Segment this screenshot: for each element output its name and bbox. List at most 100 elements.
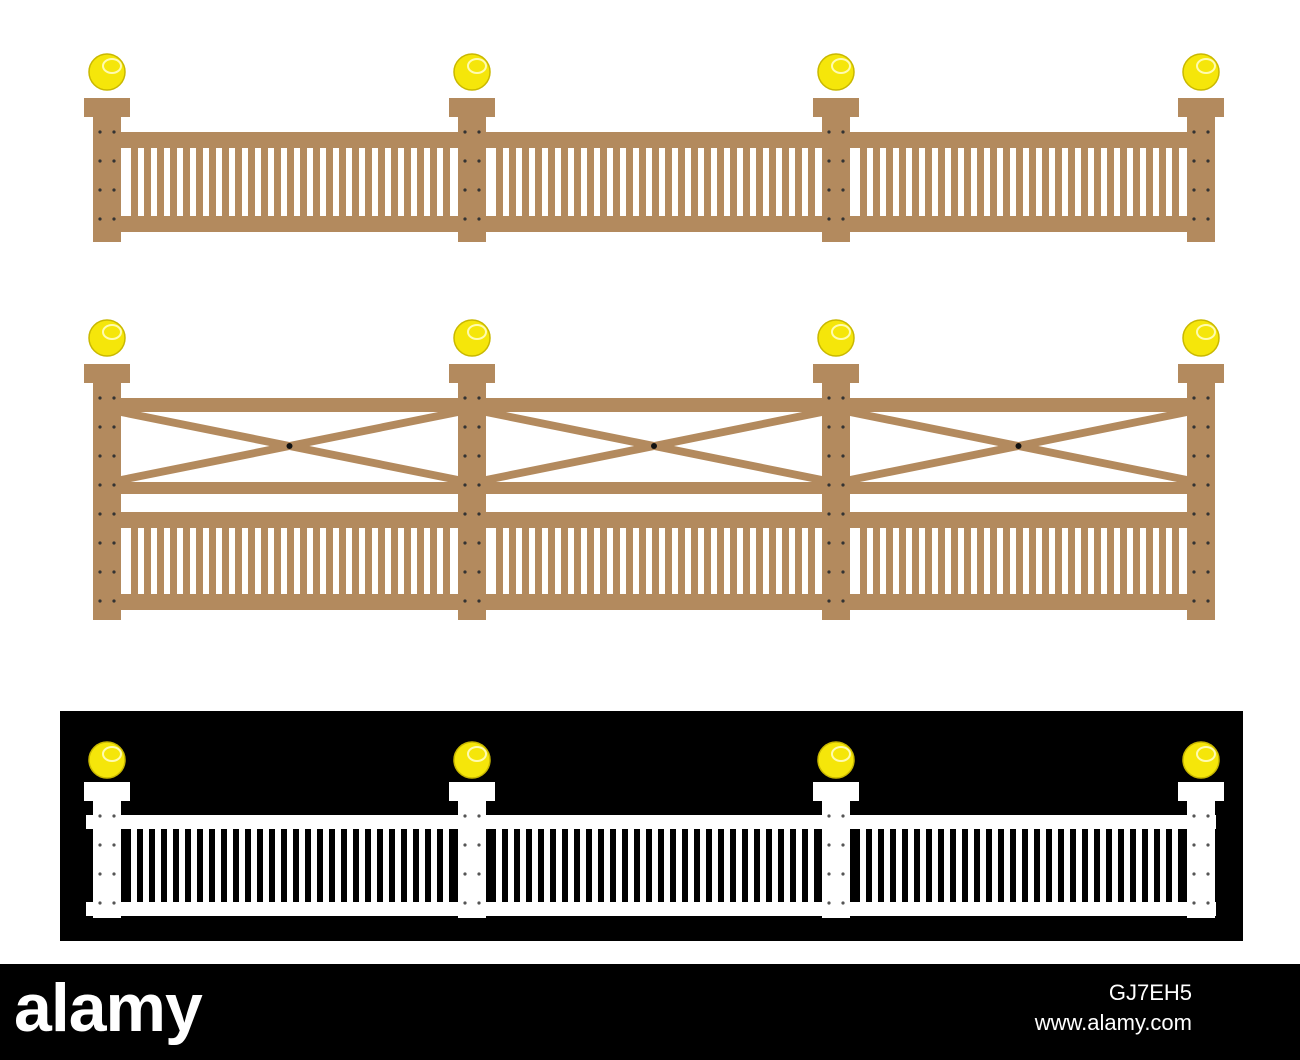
- bolt-icon: [841, 901, 845, 905]
- picket: [1112, 829, 1118, 902]
- picket: [365, 528, 372, 594]
- picket: [736, 829, 742, 902]
- picket: [404, 528, 411, 594]
- bolt-icon: [112, 396, 116, 400]
- lamp-highlight: [831, 58, 851, 74]
- post-cap: [84, 364, 130, 383]
- picket: [1172, 148, 1179, 216]
- picket: [756, 148, 763, 216]
- picket: [300, 148, 307, 216]
- picket: [395, 829, 401, 902]
- bolt-icon: [841, 541, 845, 545]
- bolt-icon: [112, 872, 116, 876]
- picket: [676, 829, 682, 902]
- post-cap: [449, 364, 495, 383]
- picket: [1148, 829, 1154, 902]
- picket: [977, 148, 984, 216]
- picket: [1016, 528, 1023, 594]
- picket: [724, 829, 730, 902]
- bolt-icon: [1206, 901, 1210, 905]
- picket: [932, 829, 938, 902]
- bolt-icon: [98, 396, 102, 400]
- bolt-icon: [1192, 217, 1196, 221]
- picket: [144, 148, 151, 216]
- bolt-icon: [1206, 188, 1210, 192]
- picket: [1028, 829, 1034, 902]
- bolt-icon: [827, 541, 831, 545]
- picket: [626, 148, 633, 216]
- picket: [873, 148, 880, 216]
- picket: [371, 829, 377, 902]
- picket: [956, 829, 962, 902]
- picket: [580, 829, 586, 902]
- bolt-icon: [827, 814, 831, 818]
- post: [1187, 383, 1215, 620]
- bolt-icon: [841, 872, 845, 876]
- picket: [1081, 148, 1088, 216]
- post: [822, 117, 850, 242]
- picket: [600, 528, 607, 594]
- lamp-highlight: [102, 324, 122, 340]
- bolt-icon: [841, 217, 845, 221]
- lamp-highlight: [467, 746, 487, 762]
- bolt-icon: [477, 541, 481, 545]
- bolt-icon: [477, 570, 481, 574]
- bolt-icon: [477, 217, 481, 221]
- bolt-icon: [463, 483, 467, 487]
- picket: [600, 148, 607, 216]
- bolt-icon: [1206, 599, 1210, 603]
- picket: [170, 528, 177, 594]
- picket: [143, 829, 149, 902]
- picket: [1004, 829, 1010, 902]
- picket: [419, 829, 425, 902]
- picket: [167, 829, 173, 902]
- bolt-icon: [112, 512, 116, 516]
- picket: [743, 148, 750, 216]
- bolt-icon: [1206, 843, 1210, 847]
- picket: [287, 528, 294, 594]
- bolt-icon: [112, 159, 116, 163]
- picket: [443, 148, 450, 216]
- picket: [391, 148, 398, 216]
- picket: [339, 148, 346, 216]
- bolt-icon: [477, 512, 481, 516]
- picket: [1133, 148, 1140, 216]
- image-url: www.alamy.com: [1034, 1010, 1192, 1035]
- picket: [311, 829, 317, 902]
- bolt-icon: [98, 599, 102, 603]
- picket: [691, 148, 698, 216]
- picket: [678, 148, 685, 216]
- picket: [925, 528, 932, 594]
- picket: [430, 148, 437, 216]
- picket: [1068, 528, 1075, 594]
- picket: [796, 829, 802, 902]
- bolt-icon: [841, 570, 845, 574]
- picket: [556, 829, 562, 902]
- picket: [299, 829, 305, 902]
- bolt-icon: [1206, 130, 1210, 134]
- bolt-icon: [841, 814, 845, 818]
- picket: [1016, 148, 1023, 216]
- bolt-icon: [827, 872, 831, 876]
- picket: [1107, 528, 1114, 594]
- lamp-highlight: [831, 324, 851, 340]
- picket: [443, 528, 450, 594]
- bolt-icon: [1192, 599, 1196, 603]
- picket: [1100, 829, 1106, 902]
- picket: [131, 148, 138, 216]
- bolt-icon: [841, 512, 845, 516]
- picket: [1040, 829, 1046, 902]
- picket: [1064, 829, 1070, 902]
- picket: [730, 148, 737, 216]
- picket: [604, 829, 610, 902]
- picket: [1120, 528, 1127, 594]
- picket: [544, 829, 550, 902]
- picket: [1094, 528, 1101, 594]
- picket: [144, 528, 151, 594]
- bolt-icon: [98, 425, 102, 429]
- picket: [1159, 528, 1166, 594]
- picket: [613, 528, 620, 594]
- bolt-icon: [1192, 901, 1196, 905]
- post: [1187, 117, 1215, 242]
